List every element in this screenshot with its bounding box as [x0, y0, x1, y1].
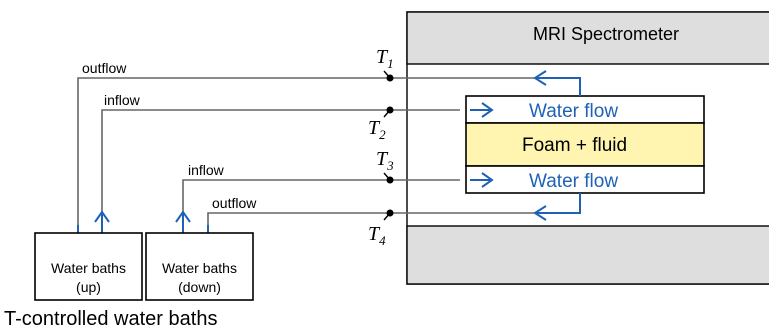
foam-fluid-box — [465, 122, 705, 167]
spectrometer-bottom-band — [406, 225, 769, 285]
bath-down-box — [145, 232, 254, 301]
pipe-labels: outflow inflow inflow outflow — [82, 60, 257, 211]
pipe-outflow-up — [77, 77, 580, 230]
sensor-t3-lead — [383, 172, 391, 181]
pipe-inflow-down — [182, 179, 460, 215]
foam-fluid-label: Foam + fluid — [522, 135, 627, 156]
spectrometer-top-band — [406, 11, 769, 65]
pipe-outflow-down — [207, 212, 580, 230]
sensor-t4-label: T4 — [368, 223, 386, 248]
baths-caption: T-controlled water baths — [4, 308, 217, 330]
outflow-down-label: outflow — [212, 195, 257, 211]
bath-up-box — [34, 232, 143, 301]
water-flow-top-label: Water flow — [529, 101, 618, 122]
sensor-t1-label: T1 — [376, 46, 394, 71]
bath-down-in-arrow-head — [175, 210, 191, 223]
return-arrow-top — [535, 77, 581, 96]
return-arrow-bottom-head — [533, 205, 547, 221]
sensor-t3-label: T3 — [376, 148, 394, 173]
sensor-t1-lead — [383, 70, 391, 79]
water-flow-bottom-label: Water flow — [529, 171, 618, 192]
bath-up-line2: (up) — [76, 279, 101, 295]
sensor-t2-lead — [383, 109, 391, 118]
spectrometer-label: MRI Spectrometer — [533, 24, 679, 44]
pipes — [77, 77, 580, 230]
water-baths: Water baths (up) Water baths (down) T-co… — [4, 232, 254, 330]
sensor-t2-label: T2 — [368, 117, 386, 142]
water-flow-bottom-box — [465, 165, 705, 194]
sample-assembly: Water flow Foam + fluid Water flow — [465, 95, 705, 194]
temperature-sensors: T1 T2 T3 T4 — [368, 46, 394, 248]
inflow-up-label: inflow — [104, 92, 141, 108]
water-flow-top-box — [465, 95, 705, 124]
sensor-t4-lead — [383, 212, 391, 221]
pipe-inflow-up — [101, 109, 460, 215]
bath-down-line2: (down) — [178, 279, 221, 295]
return-arrow-top-head — [533, 70, 547, 86]
inflow-down-label: inflow — [188, 162, 225, 178]
inflow-arrow-top-head — [481, 102, 494, 118]
return-arrow-bottom — [535, 193, 581, 214]
bath-down-line1: Water baths — [162, 260, 237, 276]
outflow-up-label: outflow — [82, 60, 127, 76]
spectrometer: MRI Spectrometer — [406, 11, 769, 285]
bath-up-in-arrow-head — [94, 210, 110, 223]
bath-up-line1: Water baths — [51, 260, 126, 276]
inflow-arrow-bottom-head — [481, 172, 494, 188]
